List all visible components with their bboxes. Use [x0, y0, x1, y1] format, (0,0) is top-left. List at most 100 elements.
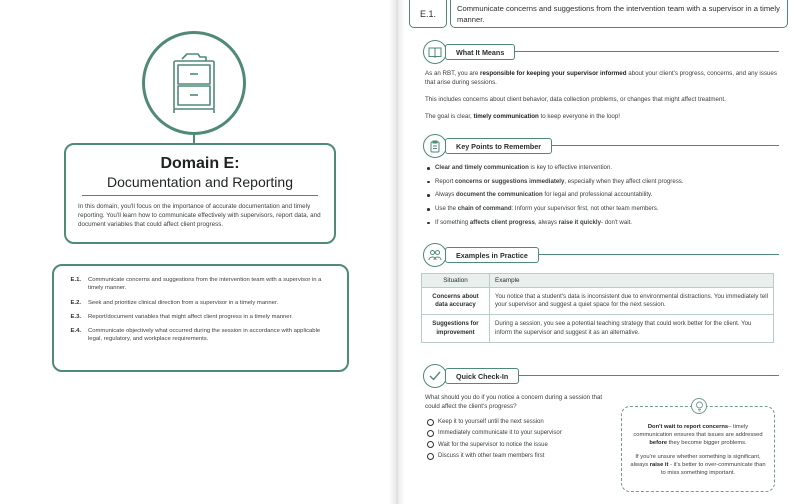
- quiz-question: What should you do if you notice a conce…: [425, 394, 603, 410]
- radio-button[interactable]: [427, 452, 434, 460]
- text-run: about your client's progress, concerns, …: [425, 70, 777, 86]
- text-run: The goal is clear,: [425, 113, 474, 120]
- quiz-option-label: Keep it to yourself until the next sessi…: [438, 419, 544, 425]
- text-run: Report: [435, 177, 455, 185]
- text-run: : Inform your supervisor first, not othe…: [511, 205, 659, 213]
- quiz-option[interactable]: Wait for the supervisor to notice the is…: [427, 441, 562, 449]
- table-row: Concerns about data accuracy You notice …: [421, 287, 774, 315]
- tip-paragraph-2: If you're unsure whether something is si…: [630, 453, 766, 478]
- objective-text: Communicate objectively what occurred du…: [88, 328, 321, 343]
- text-run: As an RBT, you are: [425, 70, 481, 77]
- objective-banner: E.1. Communicate concerns and suggestion…: [405, 0, 794, 34]
- key-points-header: Key Points to Remember: [423, 134, 779, 158]
- example-cell: You notice that a student's data is inco…: [489, 287, 774, 315]
- text-bold: concerns or suggestions immediately: [454, 177, 565, 185]
- text-run: If something: [435, 218, 470, 226]
- checkmark-icon: [423, 364, 447, 388]
- key-points-list: Clear and timely communication is key to…: [427, 164, 777, 232]
- what-it-means-header: What It Means: [423, 40, 779, 64]
- section-rule: [423, 51, 779, 52]
- objective-banner-text: Communicate concerns and suggestions fro…: [450, 0, 788, 28]
- text-run: – timely communication ensures that issu…: [633, 424, 763, 439]
- text-run: to keep everyone in the loop!: [538, 113, 621, 120]
- quiz-option-label: Discuss it with other team members first: [438, 453, 545, 460]
- what-it-means-p3: The goal is clear, timely communication …: [425, 112, 777, 121]
- what-it-means-p1: As an RBT, you are responsible for keepi…: [425, 69, 777, 87]
- radio-button[interactable]: [427, 441, 434, 449]
- section-title: Quick Check-In: [445, 368, 520, 384]
- quiz-option-label: Wait for the supervisor to notice the is…: [438, 441, 548, 448]
- objective-item: E.4. Communicate objectively what occurr…: [66, 327, 335, 344]
- text-run: - don't wait.: [600, 218, 632, 226]
- people-icon: [423, 243, 447, 267]
- left-page: Domain E: Documentation and Reporting In…: [52, 31, 349, 372]
- objective-banner-code: E.1.: [409, 0, 447, 28]
- divider: [82, 195, 318, 196]
- domain-description: In this domain, you'll focus on the impo…: [78, 203, 321, 229]
- situation-cell: Suggestions for improvement: [421, 314, 490, 343]
- text-bold: Clear and timely communication: [435, 164, 529, 171]
- text-bold: before: [649, 440, 668, 447]
- text-bold: timely communication: [473, 113, 539, 120]
- objective-text: Report/document variables that might aff…: [88, 313, 293, 320]
- quiz-option[interactable]: Discuss it with other team members first: [427, 452, 562, 460]
- text-bold: raise it quickly: [558, 218, 601, 226]
- file-cabinet-icon: [173, 53, 215, 113]
- quiz-option-label: Immediately communicate it to your super…: [438, 430, 562, 437]
- objective-code: E.2.: [70, 299, 81, 306]
- objective-text: Seek and prioritize clinical direction f…: [88, 299, 279, 306]
- text-run: , especially when they affect client pro…: [564, 177, 684, 185]
- section-title: Examples in Practice: [445, 247, 539, 263]
- list-item: Use the chain of command: Inform your su…: [427, 205, 777, 214]
- radio-button[interactable]: [427, 429, 434, 437]
- lightbulb-icon: [691, 398, 707, 414]
- text-run: Always: [435, 191, 456, 199]
- quiz-options: Keep it to yourself until the next sessi…: [427, 418, 562, 464]
- list-item: If something affects client progress, al…: [427, 219, 777, 228]
- text-run: for legal and professional accountabilit…: [542, 191, 653, 199]
- objective-code: E.4.: [70, 328, 81, 335]
- list-item: Always document the communication for le…: [427, 191, 777, 200]
- quiz-option[interactable]: Keep it to yourself until the next sessi…: [427, 418, 562, 426]
- list-item: Report concerns or suggestions immediate…: [427, 178, 777, 187]
- objectives-card: E.1. Communicate concerns and suggestion…: [52, 264, 349, 372]
- list-item: Clear and timely communication is key to…: [427, 164, 777, 173]
- quick-check-header: Quick Check-In: [423, 364, 779, 388]
- clipboard-icon: [423, 134, 447, 158]
- tip-paragraph-1: Don't wait to report concerns– timely co…: [630, 423, 766, 448]
- tip-callout: Don't wait to report concerns– timely co…: [621, 398, 775, 492]
- objective-item: E.3. Report/document variables that migh…: [66, 313, 335, 321]
- text-run: If you're unsure whether something is si…: [630, 453, 761, 468]
- section-rule: [423, 254, 779, 255]
- section-rule: [423, 145, 779, 146]
- right-page: E.1. Communicate concerns and suggestion…: [405, 0, 794, 504]
- text-bold: Don't wait to report concerns: [647, 424, 729, 430]
- example-cell: During a session, you see a potential te…: [489, 314, 774, 343]
- situation-cell: Concerns about data accuracy: [421, 287, 490, 315]
- text-bold: document the communication: [456, 191, 543, 199]
- text-run: Use the: [435, 205, 458, 213]
- text-run: - it's better to over-communicate than t…: [660, 461, 766, 477]
- section-title: What It Means: [445, 44, 516, 60]
- book-icon: [423, 40, 447, 64]
- text-run: they become bigger problems.: [667, 440, 747, 447]
- book-gutter: [389, 0, 405, 504]
- text-bold: affects client progress: [469, 218, 535, 226]
- examples-header: Examples in Practice: [423, 243, 779, 267]
- domain-intro-card: Domain E: Documentation and Reporting In…: [64, 143, 336, 244]
- quiz-option[interactable]: Immediately communicate it to your super…: [427, 429, 562, 437]
- text-run: is key to effective intervention.: [528, 164, 613, 171]
- domain-title: Domain E:: [160, 155, 240, 172]
- text-run: , always: [534, 218, 559, 226]
- text-bold: raise it: [649, 461, 669, 468]
- connector-line: [193, 134, 195, 144]
- table-header-row: Situation Example: [421, 273, 774, 288]
- section-title: Key Points to Remember: [445, 138, 553, 154]
- column-header-example: Example: [489, 273, 774, 288]
- domain-icon-circle: [142, 31, 246, 135]
- objective-item: E.2. Seek and prioritize clinical direct…: [66, 299, 335, 307]
- objective-code: E.1.: [70, 277, 81, 283]
- radio-button[interactable]: [427, 418, 434, 426]
- domain-subtitle: Documentation and Reporting: [106, 174, 293, 190]
- text-bold: chain of command: [457, 205, 512, 213]
